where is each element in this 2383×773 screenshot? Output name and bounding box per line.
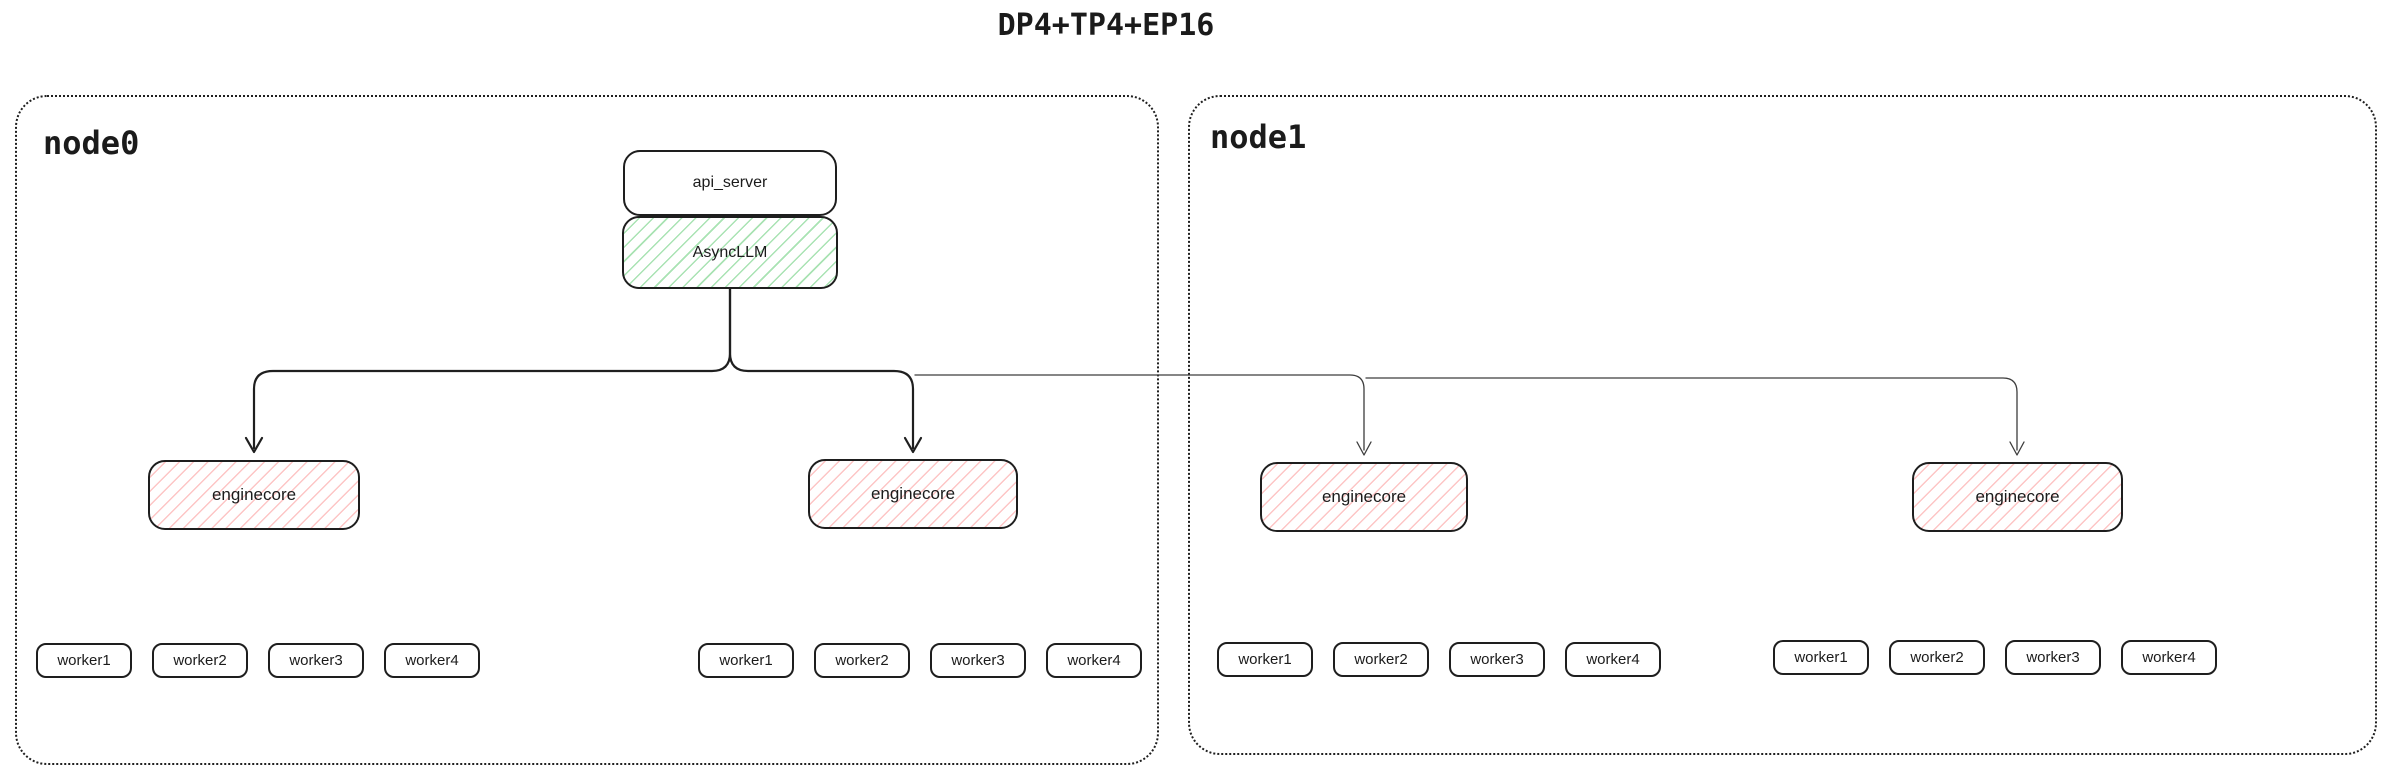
worker-box: worker4 [1565, 642, 1661, 677]
worker-box: worker3 [1449, 642, 1545, 677]
worker-box: worker2 [814, 643, 910, 678]
worker-box: worker2 [1889, 640, 1985, 675]
worker-box: worker4 [1046, 643, 1142, 678]
worker-group-node0-enginecore1: worker1 worker2 worker3 worker4 [36, 643, 480, 678]
diagram-title: DP4+TP4+EP16 [997, 8, 1215, 43]
worker-group-node1-enginecore2: worker1 worker2 worker3 worker4 [1773, 640, 2217, 675]
worker-box: worker1 [1773, 640, 1869, 675]
worker-box: worker1 [36, 643, 132, 678]
enginecore-label: enginecore [1321, 487, 1407, 506]
enginecore-box: enginecore [1912, 462, 2123, 532]
worker-box: worker4 [384, 643, 480, 678]
worker-group-node0-enginecore2: worker1 worker2 worker3 worker4 [698, 643, 1142, 678]
asyncllm-box: AsyncLLM [622, 216, 838, 289]
enginecore-label: enginecore [870, 484, 956, 503]
asyncllm-label: AsyncLLM [692, 243, 768, 261]
node0-label: node0 [43, 124, 140, 162]
worker-box: worker3 [930, 643, 1026, 678]
enginecore-box: enginecore [148, 460, 360, 530]
node1-label: node1 [1210, 118, 1307, 156]
worker-box: worker4 [2121, 640, 2217, 675]
worker-box: worker3 [268, 643, 364, 678]
worker-box: worker2 [152, 643, 248, 678]
enginecore-label: enginecore [211, 485, 297, 504]
enginecore-box: enginecore [1260, 462, 1468, 532]
worker-box: worker2 [1333, 642, 1429, 677]
worker-group-node1-enginecore1: worker1 worker2 worker3 worker4 [1217, 642, 1661, 677]
enginecore-label: enginecore [1975, 487, 2060, 506]
enginecore-box: enginecore [808, 459, 1018, 529]
worker-box: worker1 [1217, 642, 1313, 677]
api-server-box: api_server [623, 150, 837, 216]
api-server-label: api_server [692, 174, 768, 191]
worker-box: worker1 [698, 643, 794, 678]
worker-box: worker3 [2005, 640, 2101, 675]
